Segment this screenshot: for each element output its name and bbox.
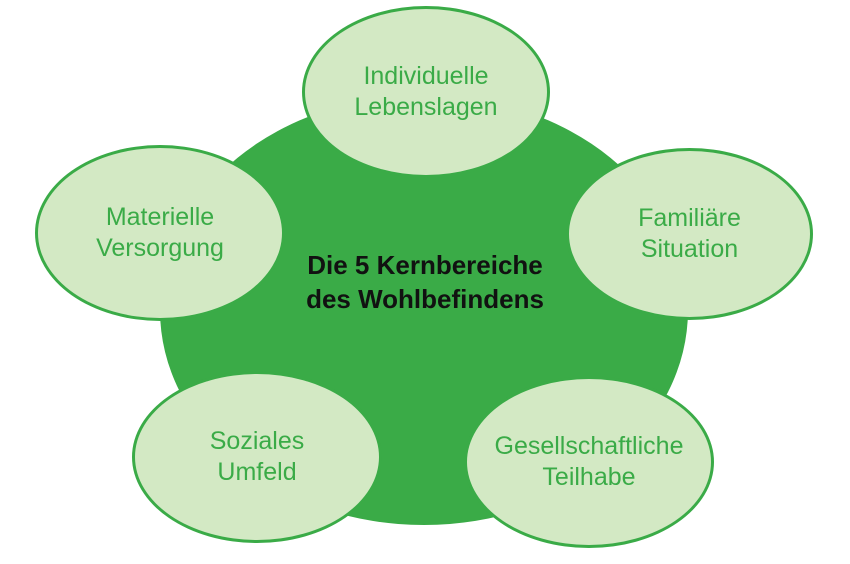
- area-label-line1: Soziales: [209, 427, 305, 455]
- area-label-line2: Versorgung: [96, 234, 224, 262]
- center-title-line1: Die 5 Kernbereiche: [307, 250, 543, 280]
- area-label-line1: Familiäre: [638, 204, 741, 232]
- area-bubble-familiaere-situation: Familiäre Situation: [566, 148, 813, 320]
- area-label-line2: Teilhabe: [542, 463, 636, 491]
- center-title: Die 5 Kernbereiche des Wohlbefindens: [250, 248, 600, 316]
- area-label-line1: Materielle: [105, 203, 215, 231]
- area-label-line2: Lebenslagen: [354, 93, 498, 121]
- area-label-line2: Situation: [640, 235, 739, 263]
- area-label-line2: Umfeld: [217, 458, 297, 486]
- area-bubble-materielle-versorgung: Materielle Versorgung: [35, 145, 285, 321]
- area-bubble-gesellschaftliche-teilhabe: Gesellschaftliche Teilhabe: [464, 376, 714, 548]
- center-title-line2: des Wohlbefindens: [306, 284, 544, 314]
- area-label-line1: Individuelle: [363, 62, 489, 90]
- area-bubble-individuelle-lebenslagen: Individuelle Lebenslagen: [302, 6, 550, 178]
- area-label-line1: Gesellschaftliche: [494, 432, 684, 460]
- area-bubble-soziales-umfeld: Soziales Umfeld: [132, 371, 382, 543]
